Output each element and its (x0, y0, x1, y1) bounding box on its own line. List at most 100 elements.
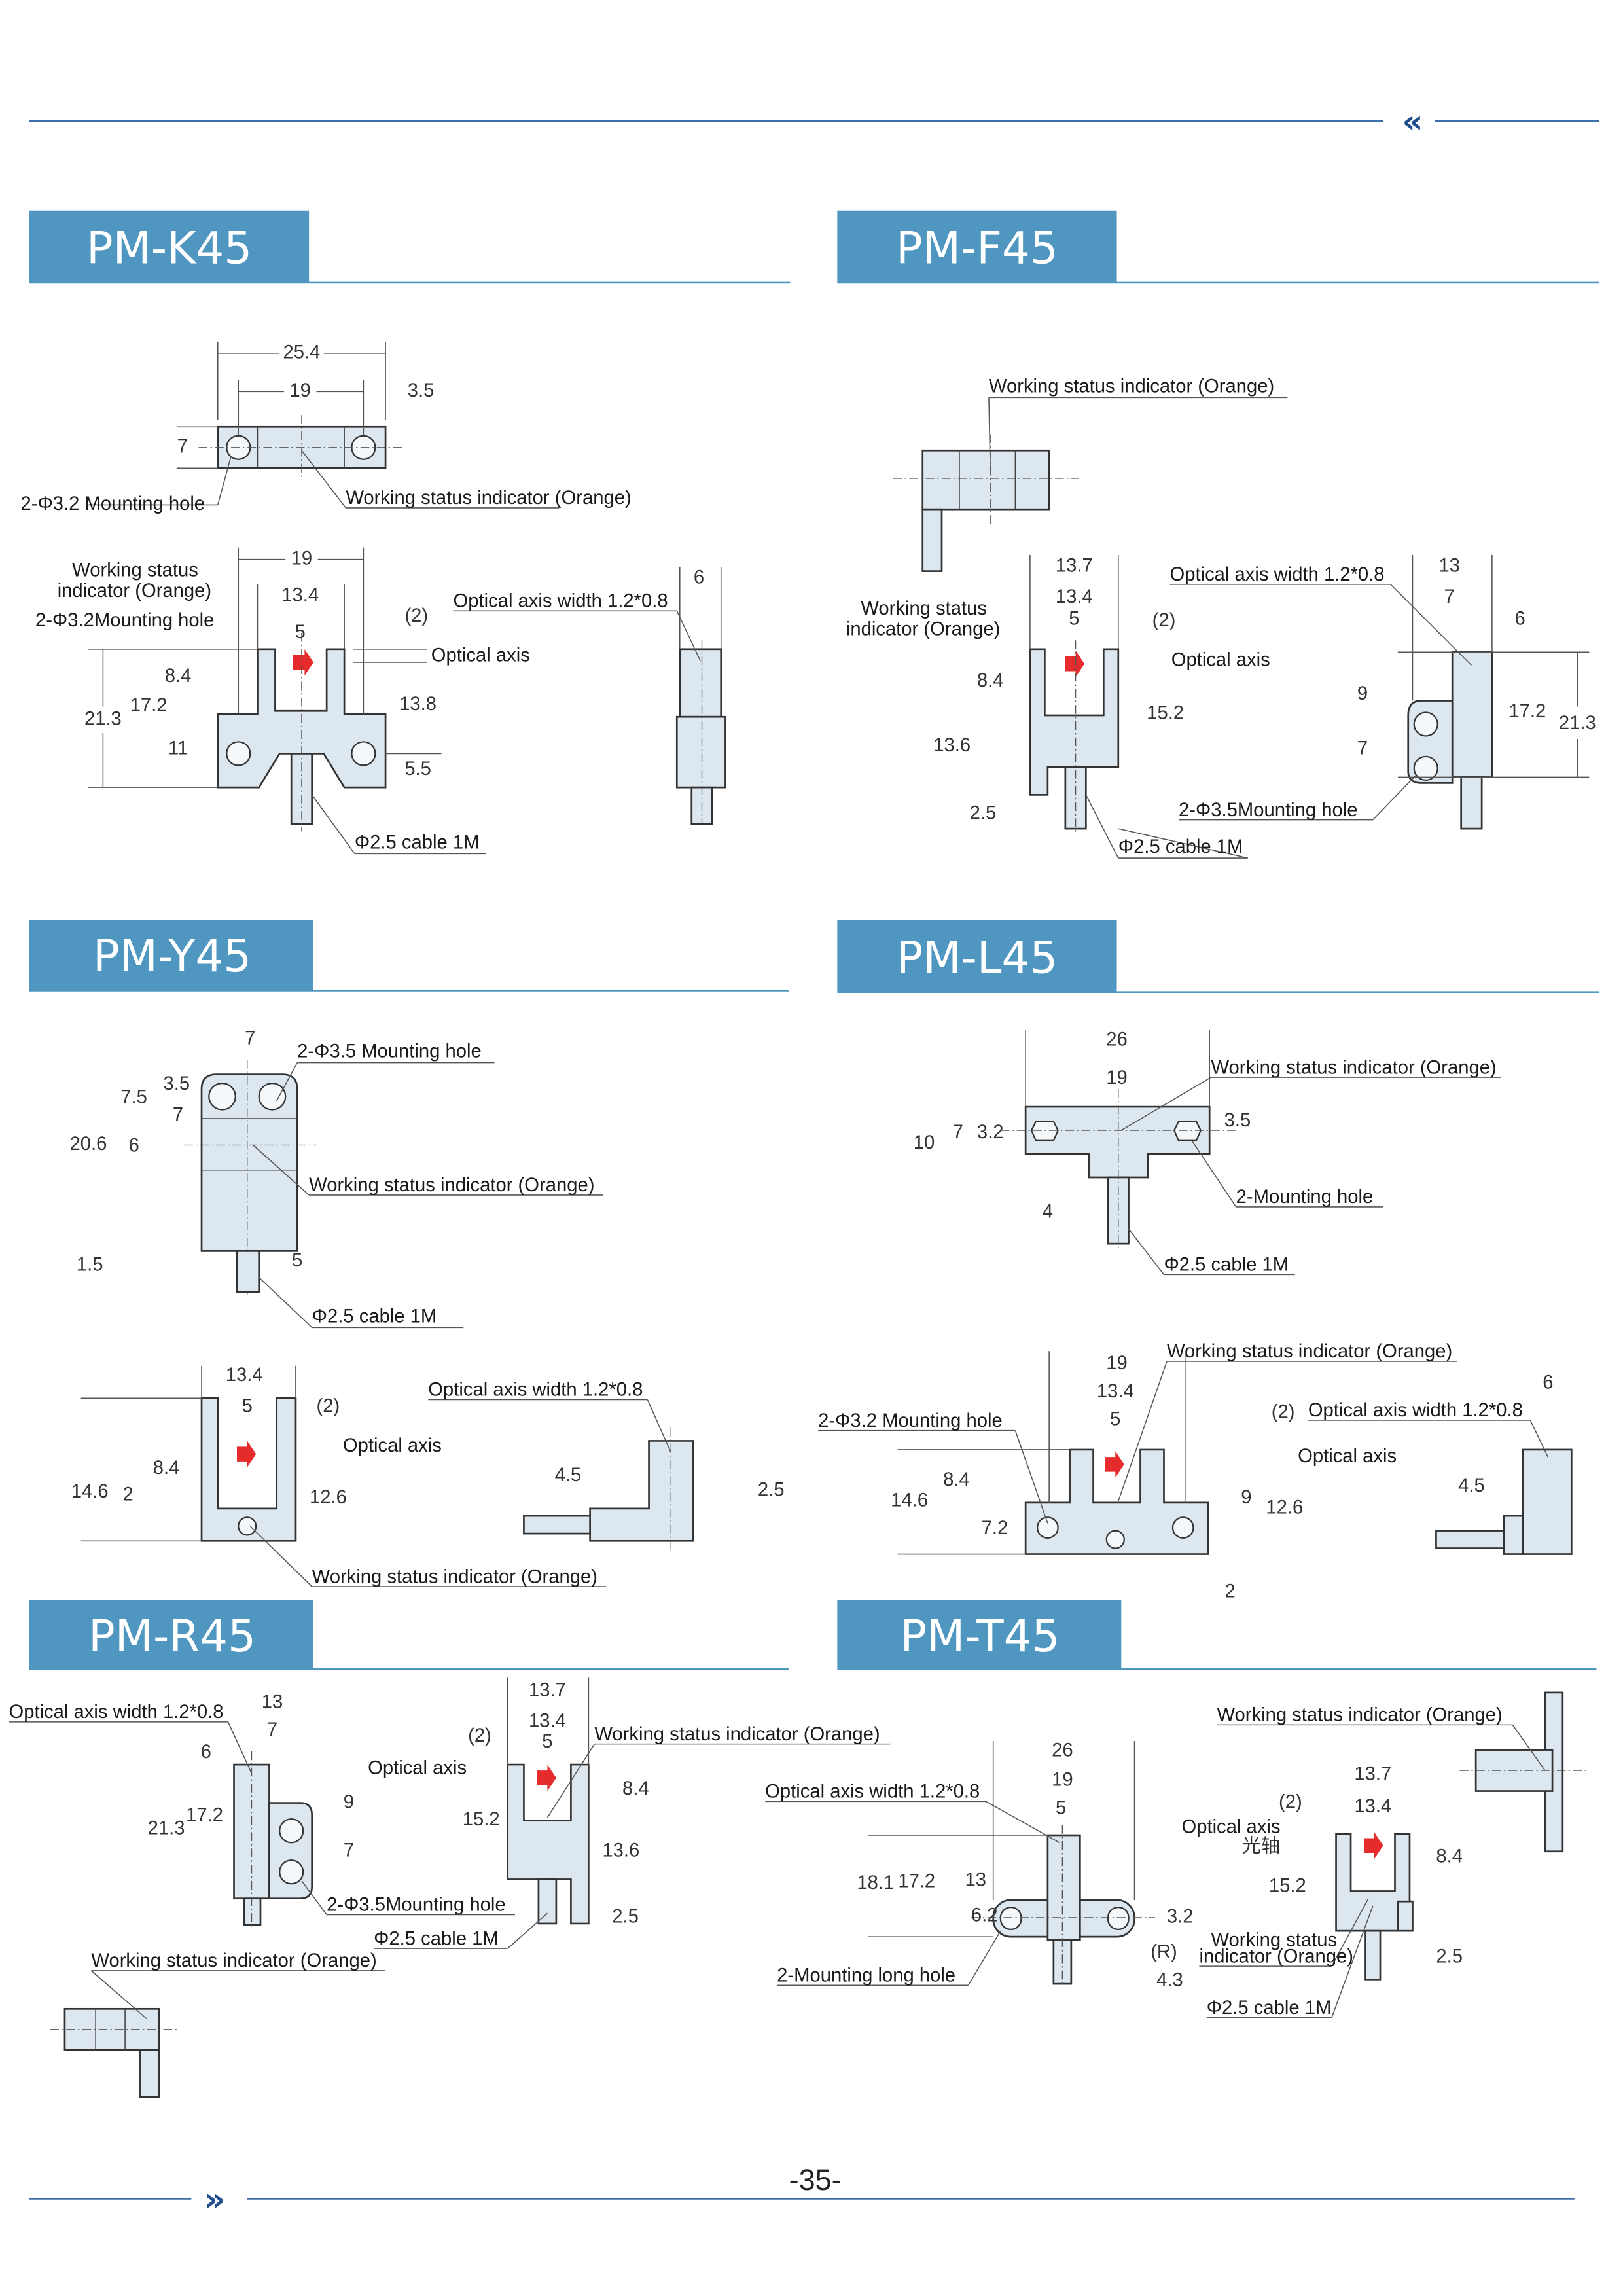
callout-label: 2-Φ3.5 Mounting hole (297, 1041, 482, 1062)
dimension-value: 13.4 (1097, 1381, 1134, 1402)
dimension-value: 19 (289, 380, 311, 401)
dimension-value: (2) (1152, 610, 1176, 631)
dimension-value: 7 (344, 1840, 354, 1861)
callout-label: 2-Mounting long hole (777, 1965, 955, 1986)
callout-label: Optical axis (1171, 649, 1270, 670)
dimension-value: 6 (1514, 609, 1525, 630)
dimension-value: 19 (291, 548, 313, 569)
dimension-line (986, 1801, 1060, 1843)
model-title: PM-R45 (88, 1610, 256, 1662)
callout-label: Optical axis width 1.2*0.8 (454, 591, 668, 612)
dimension-value: 5 (542, 1731, 552, 1752)
dimension-value: 5.5 (404, 759, 431, 780)
dimension-value: 5 (295, 622, 306, 643)
dimension-line (301, 1880, 327, 1915)
callout-label: Φ2.5 cable 1M (1207, 1998, 1332, 2018)
dimension-value: 12.6 (1266, 1498, 1303, 1518)
dimension-value: 3.2 (1167, 1907, 1194, 1928)
callout-label: 2-Φ3.2 Mounting hole (818, 1410, 1003, 1431)
dimension-value: 8.4 (165, 666, 192, 687)
page-number: -35- (789, 2163, 842, 2197)
red-arrow-icon (1105, 1451, 1124, 1478)
dimension-value: 13.6 (933, 735, 971, 756)
callout-label: Optical axis (1181, 1816, 1280, 1837)
drawing-pm-f45 (893, 434, 1493, 832)
dimension-line (676, 610, 701, 662)
callout-label: Working status indicator (Orange) (989, 376, 1274, 397)
dimension-value: 4 (1043, 1202, 1053, 1223)
dimension-value: 19 (1106, 1353, 1128, 1374)
dimension-line (259, 1277, 313, 1328)
callout-label: Working status indicator (Orange) (1211, 1057, 1496, 1078)
dimension-value: 13 (262, 1691, 283, 1712)
callout-label: Working status indicator (Orange) (312, 1566, 597, 1587)
dimension-line (301, 450, 347, 509)
dimension-value: 14.6 (71, 1481, 109, 1502)
dimension-value: 光轴 (1242, 1835, 1280, 1857)
callout-label: Working status (1211, 1930, 1337, 1951)
dimension-value: 13.7 (529, 1679, 566, 1700)
dimension-value: 21.3 (84, 708, 122, 729)
callout-label: 2-Φ3.2 Mounting hole (20, 493, 205, 514)
callout-label: Working status (72, 560, 198, 581)
section-header-pm-t45: PM-T45 (837, 1600, 1597, 1670)
dimension-value: 17.2 (898, 1871, 935, 1892)
dimension-value: 13.4 (281, 585, 319, 606)
red-arrow-icon (537, 1765, 556, 1791)
callout-label: Working status indicator (Orange) (346, 488, 631, 509)
callout-label: Φ2.5 cable 1M (1118, 836, 1243, 857)
drawing-pm-t45 (971, 1691, 1590, 1987)
callout-label: Working status (861, 598, 987, 619)
dimension-value: 6 (694, 567, 704, 588)
dimension-value: 13.6 (602, 1840, 639, 1861)
dimension-line (1120, 1077, 1211, 1131)
dimension-line (1331, 1898, 1369, 1967)
dimension-value: 13.4 (1354, 1796, 1391, 1817)
dimension-value: 4.5 (1458, 1475, 1485, 1496)
dimension-value: 8.4 (153, 1458, 180, 1479)
dimension-value: 8.4 (977, 670, 1004, 691)
dimension-value: (2) (404, 605, 428, 626)
callout-label: Optical axis width 1.2*0.8 (1308, 1400, 1523, 1421)
dimension-value: 3.5 (1224, 1110, 1251, 1131)
callout-label: Optical axis (368, 1758, 467, 1779)
dimension-value: 3.5 (408, 380, 435, 401)
dimension-value: (2) (1272, 1401, 1295, 1422)
drawing-pm-k45 (198, 415, 726, 832)
callout-label: Working status indicator (Orange) (1167, 1341, 1452, 1362)
dimension-value: (R) (1150, 1942, 1177, 1963)
dimension-line (1390, 584, 1472, 666)
dimension-value: 13 (965, 1869, 986, 1890)
dimension-line (647, 1399, 671, 1453)
red-arrow-icon (1065, 651, 1085, 677)
dimension-line (1118, 1361, 1168, 1501)
dimension-line (1014, 1430, 1048, 1524)
section-header-pm-l45: PM-L45 (837, 920, 1600, 994)
dimension-value: 2.5 (612, 1907, 639, 1928)
drawing-pm-l45 (1000, 1089, 1573, 1555)
dimension-value: (2) (317, 1395, 340, 1416)
callout-label: 2-Mounting hole (1236, 1187, 1374, 1208)
bottom-rule: » (29, 2180, 1575, 2218)
callout-label: Optical axis width 1.2*0.8 (9, 1702, 223, 1723)
dimension-value: 19 (1106, 1067, 1128, 1088)
dimension-line (312, 794, 355, 854)
dimension-value: 7 (245, 1028, 255, 1049)
dimension-value: 15.2 (1147, 702, 1184, 723)
callout-label: Φ2.5 cable 1M (1164, 1255, 1289, 1276)
dimension-value: 6.2 (971, 1905, 998, 1926)
dimension-line (227, 1721, 253, 1774)
dimension-value: 5 (1056, 1797, 1066, 1818)
dimension-line (1085, 795, 1119, 859)
model-title: PM-F45 (896, 223, 1058, 274)
dimension-value: 13.4 (529, 1711, 566, 1732)
dimension-line (249, 1526, 313, 1587)
callout-label: indicator (Orange) (58, 581, 211, 601)
dimension-line (253, 1144, 310, 1196)
section-header-pm-y45: PM-Y45 (29, 920, 789, 992)
dimension-line (1128, 1229, 1165, 1275)
dimension-value: 13.7 (1354, 1764, 1391, 1785)
dimension-value: (2) (1279, 1791, 1302, 1812)
